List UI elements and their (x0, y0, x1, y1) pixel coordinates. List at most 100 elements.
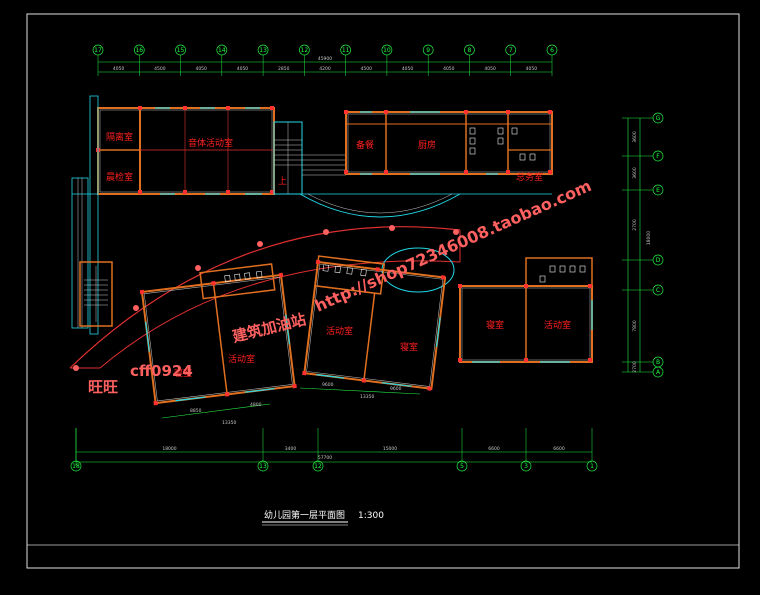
room-checkup: 晨检室 (106, 171, 133, 183)
axis-top-16: 16 (133, 44, 145, 76)
svg-text:12: 12 (301, 47, 309, 54)
inner-dim-5: 13350 (222, 420, 236, 426)
axis-right-C: C (622, 284, 664, 296)
axis-bottom-12: 12 (312, 428, 324, 472)
axis-bottom-13: 13 (257, 428, 269, 472)
svg-text:B: B (656, 359, 660, 366)
axis-bottom-1: 1 (586, 428, 598, 472)
room-kitchen: 厨房 (418, 139, 436, 151)
top-dim-5: 2850 (278, 66, 290, 72)
drawing-scale: 1:300 (358, 511, 384, 521)
bottom-dimension-chain (75, 428, 592, 466)
svg-text:13: 13 (259, 47, 267, 54)
inner-dim-6: 13350 (360, 394, 374, 400)
watermark-wangwang: 旺旺 (88, 378, 118, 396)
left-stair-tower (71, 95, 113, 335)
svg-text:1: 1 (590, 463, 594, 470)
axis-top-13: 13 (257, 44, 269, 76)
svg-text:E: E (656, 187, 660, 194)
axis-bottom-3: 3 (520, 428, 532, 472)
axis-right-E: E (622, 184, 664, 196)
axis-right-A: A (622, 366, 664, 378)
watermark-shop: 建筑加油站 (231, 310, 308, 346)
svg-text:16: 16 (135, 47, 143, 54)
axis-bottom-5: 5 (456, 428, 468, 472)
block-top-right (344, 110, 553, 175)
svg-text:C: C (656, 287, 660, 294)
top-dim-10: 4050 (484, 66, 496, 72)
drawing-title: 幼儿园第一层平面图 (264, 509, 345, 521)
connecting-corridor (72, 154, 552, 195)
bottom-dim-2: 3400 (285, 446, 297, 452)
top-dim-11: 4050 (526, 66, 538, 72)
top-dim-1: 4050 (113, 66, 125, 72)
svg-text:9: 9 (426, 47, 430, 54)
axis-top-17: 17 (92, 44, 104, 76)
top-dim-2: 4500 (154, 66, 166, 72)
svg-text:10: 10 (383, 47, 391, 54)
right-dimension-texts: 3600 3600 2700 7800 2700 (632, 131, 638, 373)
sheet-border (26, 13, 740, 569)
axis-bottom-18: 18 (70, 428, 82, 472)
svg-text:A: A (656, 369, 661, 376)
axis-right-F: F (622, 150, 664, 162)
classroom-unit-2 (302, 255, 447, 391)
room-activity-a: 活动室 (228, 353, 255, 365)
svg-text:17: 17 (94, 47, 102, 54)
room-bedroom-c: 寝室 (486, 319, 504, 331)
inner-dim-4: 9600 (390, 386, 402, 392)
watermark-code: cff0924 (130, 362, 193, 380)
top-dim-9: 4050 (443, 66, 455, 72)
svg-text:12: 12 (314, 463, 322, 470)
room-music-activity: 音体活动室 (188, 137, 233, 149)
inner-dim-3: 9600 (322, 382, 334, 388)
right-dim-3: 2700 (632, 219, 638, 231)
axis-right-D: D (622, 254, 664, 266)
room-isolation: 隔离室 (106, 131, 133, 143)
room-duty: 总务室 (516, 171, 543, 183)
top-total-dimension: 45900 (318, 56, 332, 62)
right-dim-5: 2700 (632, 361, 638, 373)
stair-up-label: 上 (278, 176, 287, 187)
inner-dimension-lines (161, 387, 421, 419)
axis-top-14: 14 (216, 44, 228, 76)
svg-text:14: 14 (218, 47, 226, 54)
watermark-url: http://shop72346008.taobao.com (312, 176, 594, 316)
right-axis-markers: G F E D C BA (622, 112, 664, 378)
room-activity-c: 活动室 (544, 319, 571, 331)
bottom-dim-3: 15000 (383, 446, 397, 452)
right-dim-2: 3600 (632, 167, 638, 179)
block-right (458, 257, 593, 363)
svg-text:3: 3 (524, 463, 528, 470)
bottom-dimension-texts: 18000 3400 15000 6600 6600 (162, 446, 565, 452)
bottom-dim-1: 18000 (162, 446, 176, 452)
bottom-axis-markers: 18 13 12 5 3 1 (70, 428, 598, 472)
right-dim-1: 3600 (632, 131, 638, 143)
svg-text:15: 15 (177, 47, 185, 54)
svg-text:5: 5 (460, 463, 464, 470)
top-dim-3: 4050 (195, 66, 207, 72)
svg-text:8: 8 (468, 47, 472, 54)
inner-dim-2: 4800 (250, 402, 262, 408)
axis-right-G: G (622, 112, 664, 124)
axis-top-12: 12 (299, 44, 310, 76)
room-bedroom-b: 寝室 (400, 341, 418, 353)
svg-text:G: G (656, 115, 661, 122)
classroom-unit-1 (139, 263, 297, 406)
svg-text:18: 18 (72, 463, 80, 470)
top-dim-6: 4200 (319, 66, 331, 72)
axis-top-6: 6 (546, 44, 558, 76)
top-dim-7: 4500 (361, 66, 373, 72)
bottom-dim-5: 6600 (553, 446, 565, 452)
room-bedroom-a: 寝室 (174, 367, 192, 379)
svg-text:D: D (656, 257, 661, 264)
bottom-total-dimension: 57700 (318, 455, 332, 461)
right-dim-4: 7800 (632, 320, 638, 332)
right-dimension-chain (627, 118, 641, 372)
svg-text:13: 13 (259, 463, 267, 470)
room-activity-b: 活动室 (326, 325, 353, 337)
bottom-dim-4: 6600 (488, 446, 500, 452)
